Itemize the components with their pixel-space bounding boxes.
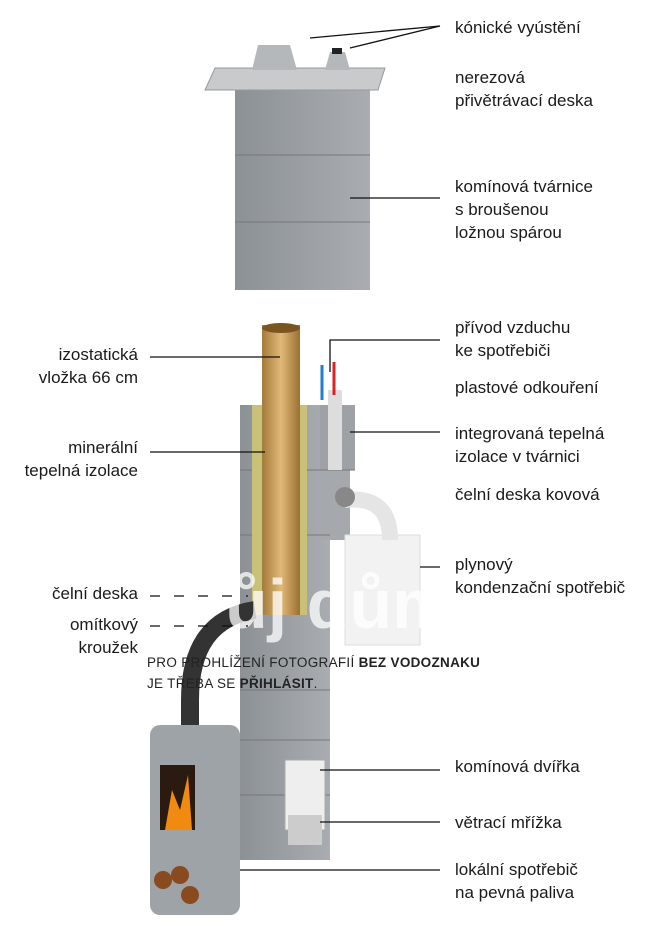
fire-icon: [165, 775, 192, 830]
boiler-pipe: [344, 491, 398, 541]
label-liner-1: izostatická: [58, 345, 138, 364]
label-block-3: ložnou spárou: [455, 223, 562, 242]
label-door: komínová dvířka: [455, 757, 580, 776]
leader-lines: [150, 25, 441, 871]
conical-outlet: [252, 45, 297, 70]
label-plastic-flue: plastové odkouření: [455, 378, 599, 397]
watermark-login[interactable]: PŘIHLÁSIT: [239, 676, 314, 691]
watermark-logo: ůj dům: [225, 565, 454, 643]
label-integ-1: integrovaná tepelná: [455, 424, 605, 443]
watermark-text: PRO PROHLÍŽENÍ FOTOGRAFIÍ: [147, 655, 359, 670]
firewood: [154, 866, 199, 904]
label-air-1: přívod vzduchu: [455, 318, 571, 337]
boiler: [344, 534, 421, 646]
label-mineral-1: minerální: [68, 438, 138, 457]
stove-pipe: [181, 601, 257, 725]
label-liner-2: vložka 66 cm: [38, 368, 138, 387]
label-grille: větrací mřížka: [455, 813, 562, 832]
watermark-dot: .: [313, 676, 318, 691]
label-conical-outlet: kónické vyústění: [455, 18, 581, 37]
label-plate-2: přivětrávací deska: [455, 91, 593, 110]
conical-outlet-small: [325, 52, 350, 70]
label-gas-1: plynový: [455, 555, 513, 574]
chimney-block-top: [235, 90, 370, 290]
label-air-2: ke spotřebiči: [455, 341, 551, 360]
liner-opening: [262, 323, 300, 333]
label-mineral-2: tepelná izolace: [24, 461, 138, 480]
label-stove-2: na pevná paliva: [455, 883, 575, 902]
label-metal-plate: čelní deska kovová: [455, 485, 600, 504]
watermark-line-2: JE TŘEBA SE PŘIHLÁSIT.: [147, 676, 318, 691]
label-integ-2: izolace v tvárnici: [455, 447, 580, 466]
watermark-text: JE TŘEBA SE: [147, 676, 240, 691]
ventilation-plate: [204, 67, 386, 91]
plastic-flue: [328, 390, 342, 470]
label-block-2: s broušenou: [455, 200, 549, 219]
liner: [262, 325, 300, 615]
watermark-line-1: PRO PROHLÍŽENÍ FOTOGRAFIÍ BEZ VODOZNAKU: [147, 655, 480, 670]
label-gas-2: kondenzační spotřebič: [455, 578, 626, 597]
label-block-1: komínová tvárnice: [455, 177, 593, 196]
label-plate-1: nerezová: [455, 68, 525, 87]
outlet-cap: [332, 48, 342, 54]
watermark-bold: BEZ VODOZNAKU: [358, 655, 481, 670]
label-stove-1: lokální spotřebič: [455, 860, 578, 879]
vent-grille: [288, 815, 322, 845]
label-ring-1: omítkový: [69, 615, 138, 634]
metal-front-plate: [335, 487, 355, 507]
label-front-plate: čelní deska: [52, 584, 138, 603]
label-ring-2: kroužek: [78, 638, 138, 657]
